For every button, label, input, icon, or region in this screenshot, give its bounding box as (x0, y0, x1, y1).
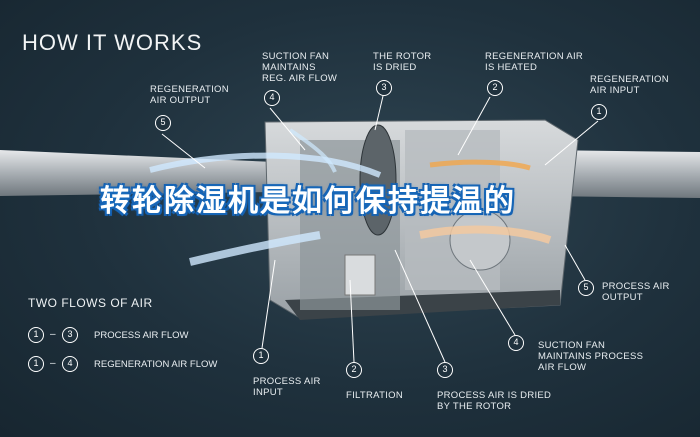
step-number: 4 (508, 335, 524, 351)
annotation-filtration: 2 FILTRATION (346, 362, 403, 401)
legend-label: PROCESS AIR FLOW (94, 330, 189, 341)
step-number: 4 (264, 90, 280, 106)
annotation-text: THE ROTOR IS DRIED (373, 51, 432, 73)
overlay-headline: 转轮除湿机是如何保持提温的 (100, 185, 516, 218)
annotation-process-air-output: 5 (578, 280, 594, 296)
annotation-regeneration-heated: REGENERATION AIR IS HEATED 2 (485, 51, 583, 96)
step-number: 3 (62, 327, 78, 343)
annotation-suction-fan-reg: SUCTION FAN MAINTAINS REG. AIR FLOW 4 (262, 51, 337, 106)
right-duct (540, 150, 700, 198)
annotation-text: SUCTION FAN MAINTAINS REG. AIR FLOW (262, 51, 338, 84)
annotation-text: PROCESS AIR IS DRIED BY THE ROTOR (437, 390, 552, 412)
annotation-regeneration-air-output: REGENERATION AIR OUTPUT 5 (150, 84, 229, 131)
annotation-text: PROCESS AIR INPUT (253, 376, 321, 398)
legend-label: REGENERATION AIR FLOW (94, 359, 218, 370)
annotation-text: REGENERATION AIR INPUT (590, 74, 669, 96)
annotation-rotor-dried: THE ROTOR IS DRIED 3 (373, 51, 431, 96)
page-title: HOW IT WORKS (22, 30, 203, 55)
annotation-text: REGENERATION AIR OUTPUT (150, 84, 229, 106)
rotor (359, 124, 397, 236)
step-number: 2 (487, 80, 503, 96)
step-number: 3 (376, 80, 392, 96)
annotation-suction-fan-process: 4 (508, 335, 524, 353)
step-number: 3 (437, 362, 453, 378)
step-number: 5 (155, 115, 171, 131)
annotation-process-air-input: 1 PROCESS AIR INPUT (253, 348, 321, 398)
filter (344, 254, 376, 296)
legend-dash: – (50, 329, 56, 340)
step-number: 1 (28, 356, 44, 372)
annotation-process-air-dried: 3 PROCESS AIR IS DRIED BY THE ROTOR (437, 362, 551, 412)
step-number: 4 (62, 356, 78, 372)
step-number: 1 (28, 327, 44, 343)
legend-title: TWO FLOWS OF AIR (28, 296, 153, 310)
annotation-text: REGENERATION AIR IS HEATED (485, 51, 584, 73)
step-number: 1 (591, 104, 607, 120)
annotation-text: SUCTION FAN MAINTAINS PROCESS AIR FLOW (538, 340, 644, 373)
annotation-text: FILTRATION (346, 390, 404, 401)
annotation-regeneration-input: REGENERATION AIR INPUT 1 (590, 74, 669, 120)
step-number: 2 (346, 362, 362, 378)
step-number: 5 (578, 280, 594, 296)
annotation-text: PROCESS AIR OUTPUT (602, 281, 670, 303)
step-number: 1 (253, 348, 269, 364)
legend-dash: – (50, 358, 56, 369)
